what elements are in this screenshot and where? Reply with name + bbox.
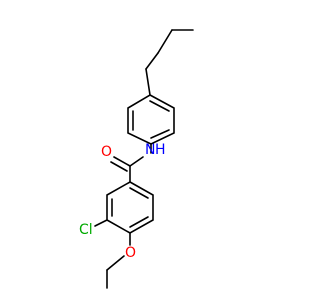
bond-butyl-3 [145,52,159,70]
bond-Cl [94,219,108,227]
background [0,0,300,300]
structure-diagram: O N H Cl O [0,0,300,300]
atom-labels: O N H Cl O [79,142,166,261]
atom-N-hydrogen: H [155,142,166,158]
bond-butyl-4 [145,68,151,96]
atom-Cl: Cl [79,222,93,238]
bond-N-carbonyl [129,156,144,167]
bond-butyl-2 [157,29,173,54]
ring-lower-double-2 [129,216,149,228]
ring-upper-double-1 [149,100,170,112]
atom-N: N [145,142,155,158]
atom-O-carbonyl: O [101,144,112,160]
ring-lower-double-1 [129,187,149,199]
ring-upper-double-2 [150,129,170,139]
bond-O-ethyl-1 [106,255,125,271]
bond-carbonyl-1 [113,156,131,167]
molecule-svg: O N H Cl O [0,0,300,300]
atom-O-ether: O [125,245,136,261]
bond-carbonyl-2 [110,161,128,172]
bonds [94,29,194,289]
